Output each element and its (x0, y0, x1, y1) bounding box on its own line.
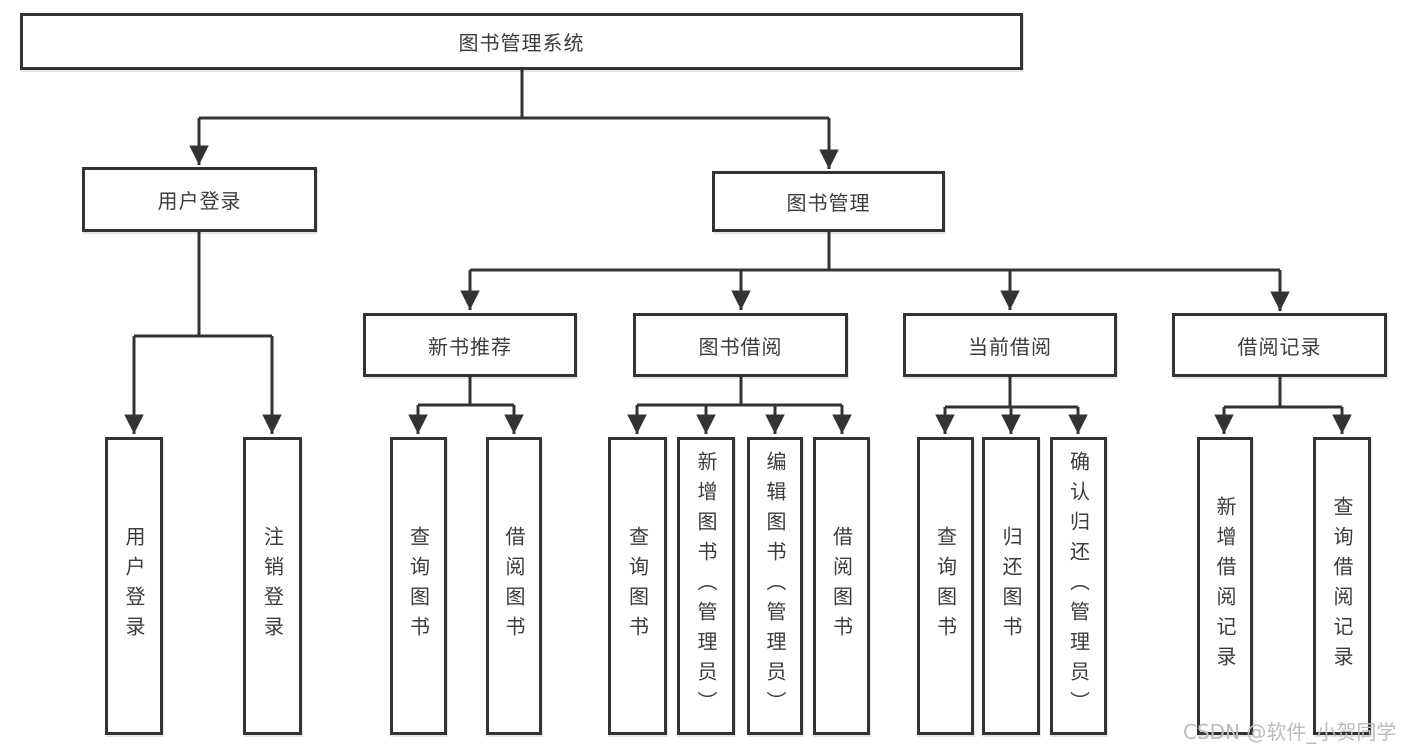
node-label: 新增图书（管理员） (694, 451, 718, 721)
node-label: 新书推荐 (428, 334, 512, 359)
node-current-borrowing: 当前借阅 (903, 313, 1117, 377)
leaf-user-login: 用户登录 (105, 437, 163, 735)
node-new-book-recommend: 新书推荐 (363, 313, 577, 377)
node-user-login: 用户登录 (82, 167, 317, 232)
leaf-add-borrow-record: 新增借阅记录 (1197, 437, 1253, 735)
leaf-borrow-books-1: 借阅图书 (486, 437, 542, 735)
node-label: 确认归还（管理员） (1066, 451, 1091, 721)
node-label: 归还图书 (999, 526, 1023, 646)
node-label: 查询图书 (406, 526, 431, 646)
node-label: 编辑图书（管理员） (763, 451, 787, 721)
connector-current-borrow-children (935, 377, 1088, 434)
connector-root-to-level2 (189, 70, 839, 169)
node-label: 图书管理系统 (458, 31, 585, 55)
node-book-borrowing: 图书借阅 (633, 313, 848, 377)
node-label: 借阅图书 (502, 526, 526, 646)
connector-records-children (1214, 377, 1352, 434)
node-label: 用户登录 (122, 526, 146, 646)
leaf-add-books-admin: 新增图书（管理员） (677, 437, 735, 735)
connector-new-book-children (408, 377, 524, 434)
connector-user-login-children (124, 232, 282, 434)
connector-book-borrow-children (627, 377, 852, 434)
node-label: 借阅图书 (829, 526, 854, 646)
leaf-query-borrow-record: 查询借阅记录 (1313, 437, 1371, 735)
node-label: 图书管理 (786, 191, 871, 215)
node-label: 查询图书 (625, 526, 650, 646)
node-label: 查询图书 (933, 526, 958, 646)
node-label: 用户登录 (157, 189, 242, 213)
connector-book-management-children (460, 232, 1290, 311)
leaf-return-books: 归还图书 (982, 437, 1040, 735)
node-root: 图书管理系统 (20, 13, 1023, 70)
node-label: 借阅记录 (1237, 334, 1322, 359)
leaf-query-books-3: 查询图书 (917, 437, 974, 735)
leaf-edit-books-admin: 编辑图书（管理员） (747, 437, 803, 735)
node-label: 新增借阅记录 (1213, 496, 1237, 676)
node-label: 当前借阅 (968, 334, 1052, 359)
leaf-confirm-return-admin: 确认归还（管理员） (1050, 437, 1107, 735)
leaf-query-books-1: 查询图书 (390, 437, 447, 735)
watermark: CSDN @软件_小贺同学 (1183, 720, 1397, 744)
leaf-query-books-2: 查询图书 (608, 437, 667, 735)
leaf-borrow-books-2: 借阅图书 (813, 437, 870, 735)
node-label: 注销登录 (260, 526, 285, 646)
node-label: 图书借阅 (698, 334, 783, 359)
node-borrowing-records: 借阅记录 (1172, 313, 1387, 377)
node-book-management: 图书管理 (712, 171, 945, 232)
leaf-logout: 注销登录 (243, 437, 302, 735)
node-label: 查询借阅记录 (1330, 496, 1354, 676)
